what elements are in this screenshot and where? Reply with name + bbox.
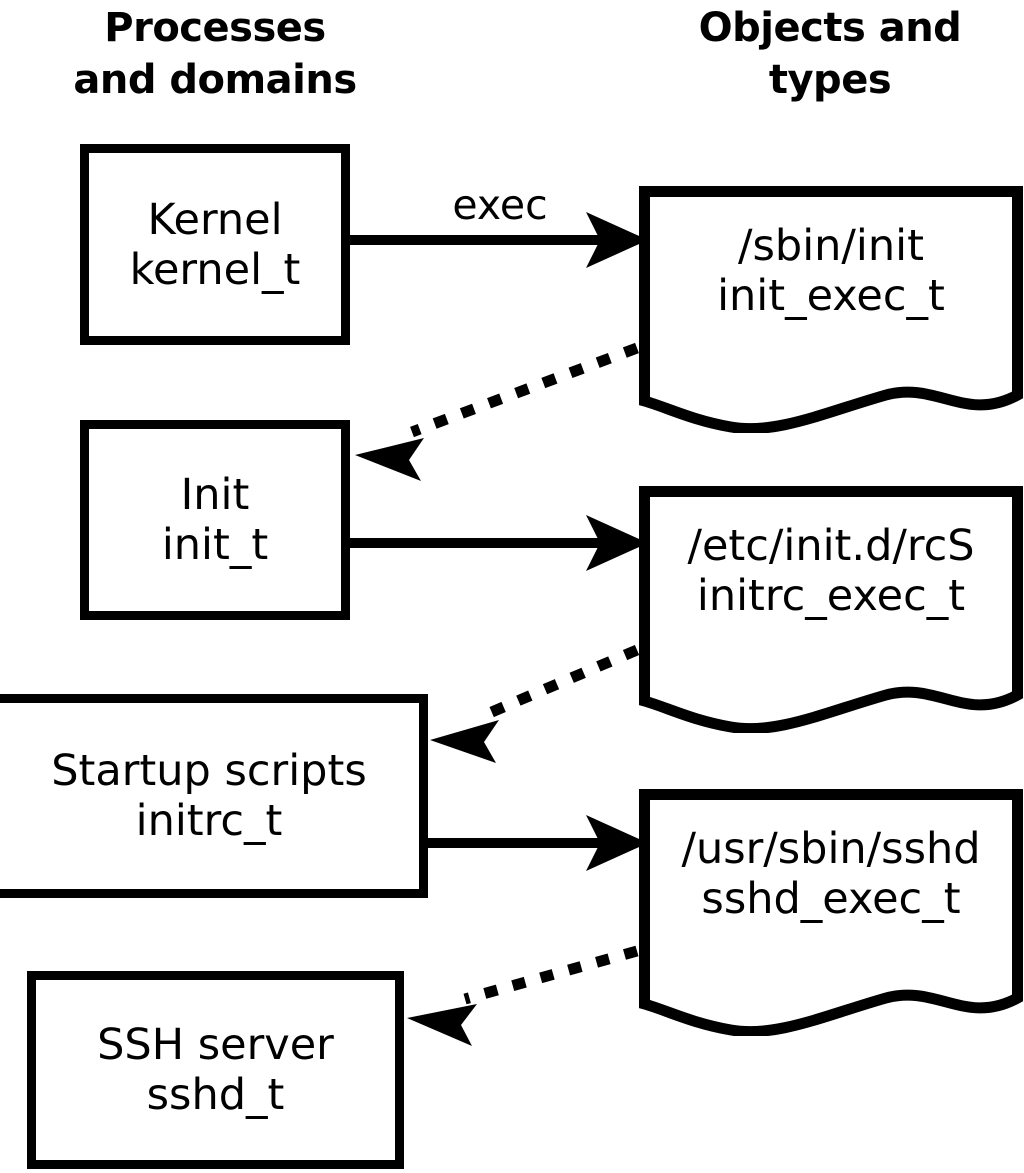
edge-sshd-exec-transition	[407, 945, 639, 1046]
process-box-ssh-server[interactable]: SSH server sshd_t	[27, 971, 404, 1169]
object-doc-init-exec[interactable]: /sbin/init init_exec_t	[636, 183, 1024, 433]
edge-init-exec-transition	[355, 342, 639, 481]
edge-init-exec-initrc	[350, 515, 648, 571]
document-shape-icon	[639, 789, 1023, 1036]
document-shape-icon	[639, 486, 1023, 733]
object-doc-initrc-exec-label: /etc/init.d/rcS initrc_exec_t	[687, 521, 975, 621]
object-doc-sshd-exec-label: /usr/sbin/sshd sshd_exec_t	[681, 824, 981, 924]
document-shape-icon	[639, 186, 1023, 433]
process-box-init-label: Init init_t	[161, 470, 269, 570]
column-header-objects: Objects and types	[698, 5, 962, 103]
object-doc-initrc-exec[interactable]: /etc/init.d/rcS initrc_exec_t	[636, 483, 1024, 733]
edge-initrc-exec-transition	[430, 644, 640, 763]
process-box-init[interactable]: Init init_t	[80, 420, 350, 620]
process-box-startup-scripts[interactable]: Startup scripts initrc_t	[0, 694, 428, 898]
edge-initrc-exec-sshd	[428, 815, 648, 871]
process-box-ssh-server-label: SSH server sshd_t	[97, 1020, 334, 1120]
object-doc-sshd-exec[interactable]: /usr/sbin/sshd sshd_exec_t	[636, 786, 1024, 1036]
process-box-kernel-label: Kernel kernel_t	[129, 194, 301, 295]
process-box-kernel[interactable]: Kernel kernel_t	[80, 144, 350, 345]
process-box-startup-scripts-label: Startup scripts initrc_t	[51, 746, 367, 846]
edge-label-exec: exec	[452, 181, 548, 229]
object-doc-init-exec-label: /sbin/init init_exec_t	[717, 221, 945, 321]
column-header-processes: Processes and domains	[73, 5, 357, 103]
